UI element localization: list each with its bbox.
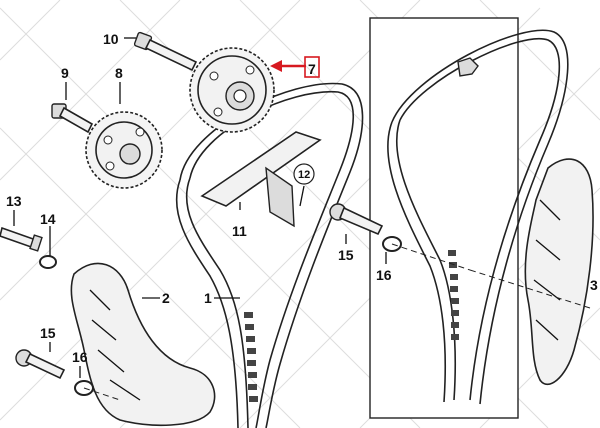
callout-1: 1 [204,290,212,306]
callout-14: 14 [40,211,56,227]
callout-13: 13 [6,193,22,209]
guide-rail-2 [70,262,216,427]
bolt-15-upper [329,203,384,236]
leader-lines [13,37,387,378]
callout-10: 10 [103,31,119,47]
highlight-box [304,56,320,78]
inset-frame [369,17,519,419]
callout-16-lower: 16 [72,349,88,365]
camshaft-sprocket [189,47,275,133]
bolt-9 [51,103,94,134]
callout-2: 2 [162,290,170,306]
chain-links [244,312,258,402]
callout-8: 8 [115,65,123,81]
chain-guide-11 [200,131,322,228]
callout-16-upper: 16 [376,267,392,283]
callout-7: 7 [308,61,316,77]
bolt-15-lower [15,349,66,380]
callout-12: 12 [298,169,310,181]
callout-9: 9 [61,65,69,81]
exhaust-sprocket [85,111,163,189]
inset-guide-rail [524,158,594,386]
callout-15-lower: 15 [40,325,56,341]
washer-14 [39,255,57,269]
callout-3: 3 [590,277,598,293]
highlight-arrow [270,56,320,78]
bolt-10 [133,31,198,72]
callout-15-upper: 15 [338,247,354,263]
pin-13 [0,226,43,252]
callout-11: 11 [232,223,247,239]
chain-link-detail [457,57,479,77]
